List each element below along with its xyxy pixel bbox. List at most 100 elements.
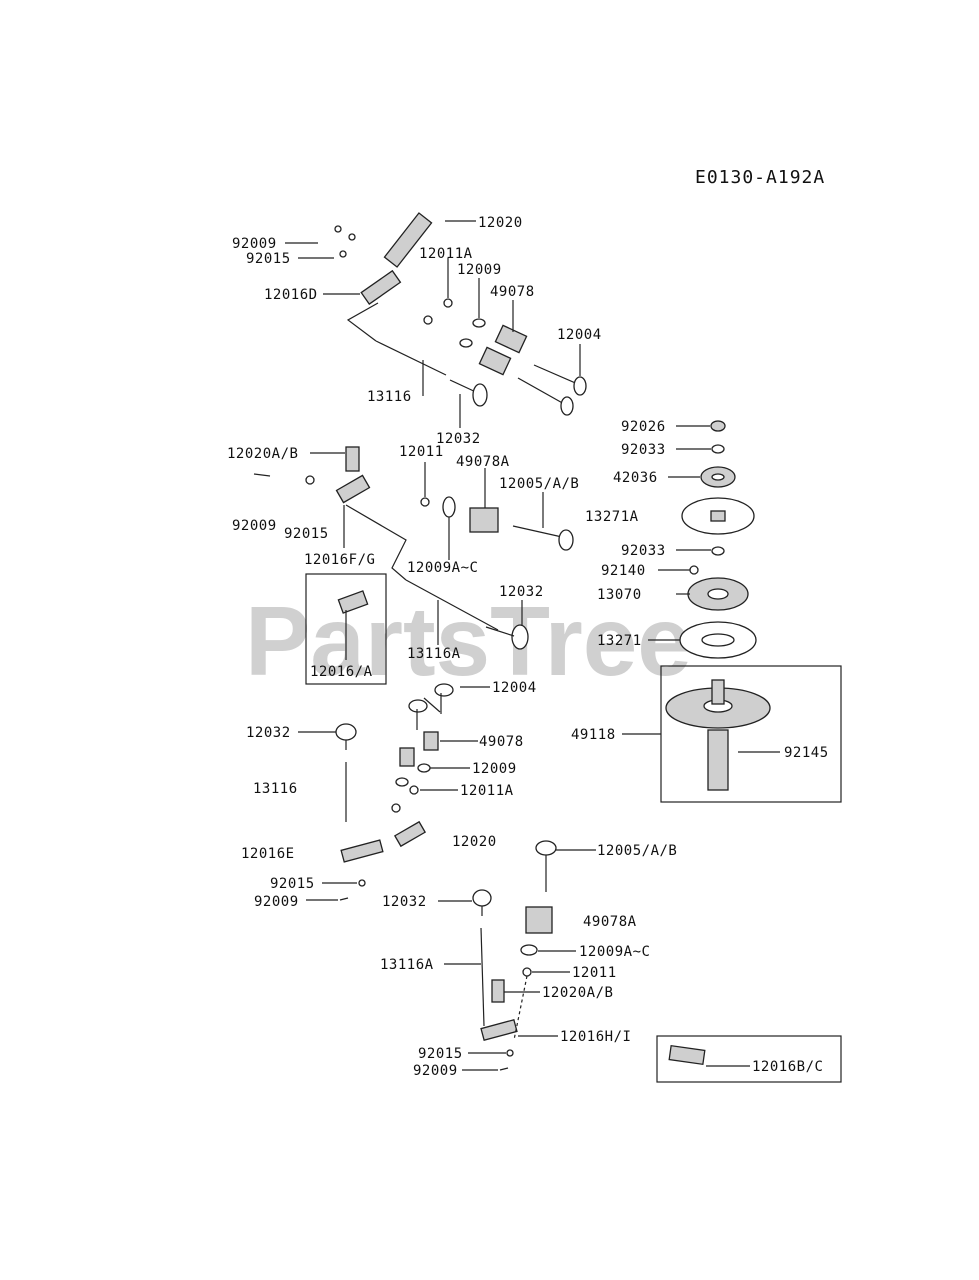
tappet-head-12032: [472, 889, 492, 907]
washer-hole: [711, 473, 725, 481]
label-12016E: 12016E: [241, 846, 295, 862]
spring-49078A: [469, 507, 499, 533]
label-12005AB: 12005/A/B: [499, 476, 579, 492]
label-12020A-B: 12020A/B: [542, 985, 613, 1001]
linkage-line: [345, 504, 407, 581]
label-13116A: 13116A: [407, 646, 461, 662]
group-top: [334, 212, 587, 416]
valve-stem-12004: [423, 697, 441, 713]
label-13070: 13070: [597, 587, 642, 603]
label-13271A: 13271A: [585, 509, 639, 525]
washer-92015: [358, 879, 366, 887]
label-92009: 92009: [413, 1063, 458, 1079]
label-92015: 92015: [418, 1046, 463, 1062]
retainer-12009A-C: [442, 496, 456, 518]
label-13116: 13116: [367, 389, 412, 405]
label-13116: 13116: [253, 781, 298, 797]
diagram-code: E0130-A192A: [695, 167, 825, 188]
plate-hole: [701, 633, 735, 647]
push-rod-13116A: [480, 927, 485, 1027]
valve-stem-12004: [533, 364, 581, 386]
group-bottom: [472, 840, 557, 1071]
label-12016A: 12016/A: [310, 664, 373, 680]
pivot-12020: [383, 212, 433, 268]
label-13271: 13271: [597, 633, 642, 649]
label-42036: 42036: [613, 470, 658, 486]
camshaft-49118: [707, 729, 729, 791]
retainer-12009: [395, 777, 409, 787]
tappet-head-12032: [511, 624, 529, 650]
retainer-12009: [472, 318, 486, 328]
valve-stem-12005: [512, 525, 563, 538]
washer-92015: [506, 1049, 514, 1057]
label-12020: 12020: [478, 215, 523, 231]
watermark: PartsTree: [245, 586, 692, 696]
label-92026: 92026: [621, 419, 666, 435]
pivot-12020A-B: [345, 446, 360, 472]
screw-part: [334, 225, 342, 233]
label-49078A: 49078A: [456, 454, 510, 470]
tappet-head-12032: [335, 723, 357, 741]
nut-part: [339, 250, 347, 258]
group-middle: [253, 446, 574, 650]
label-92145: 92145: [784, 745, 829, 761]
tappet-head-12032: [472, 383, 488, 407]
valve-head-12004: [573, 376, 587, 396]
label-92033: 92033: [621, 543, 666, 559]
nut-12011A: [391, 803, 401, 813]
rocker-12016A: [337, 590, 369, 614]
valve-head-12004: [408, 699, 428, 713]
valve-head-12005: [558, 529, 574, 551]
label-12009: 12009: [457, 262, 502, 278]
spring-49078: [399, 747, 415, 767]
label-12004: 12004: [557, 327, 602, 343]
label-92009: 92009: [232, 518, 277, 534]
group-right: [679, 420, 757, 659]
label-92015: 92015: [270, 876, 315, 892]
label-12016FG: 12016F/G: [304, 552, 375, 568]
linkage-line: [346, 302, 379, 342]
label-92140: 92140: [601, 563, 646, 579]
label-12011: 12011: [572, 965, 617, 981]
ring-92033: [711, 444, 725, 454]
retainer-12009A-C: [520, 944, 538, 956]
weight-center: [707, 588, 729, 600]
valve-head-12004: [434, 683, 454, 697]
label-49078A: 49078A: [583, 914, 637, 930]
push-rod-13116A: [405, 579, 499, 631]
label-12016HI: 12016H/I: [560, 1029, 631, 1045]
label-49078: 49078: [479, 734, 524, 750]
valve-stem-12004: [517, 377, 567, 406]
nut-12011A: [409, 785, 419, 795]
ring-92033: [711, 546, 725, 556]
ball-92140: [689, 565, 699, 575]
label-12032: 12032: [436, 431, 481, 447]
pivot-12020: [393, 820, 427, 848]
rocker-12016BC: [668, 1044, 706, 1066]
label-12009: 12009: [472, 761, 517, 777]
label-92015: 92015: [284, 526, 329, 542]
valve-head-12004: [560, 396, 574, 416]
screw-92009: [499, 1067, 509, 1071]
screw-part: [348, 233, 356, 241]
tappet-stem-12032: [485, 626, 515, 637]
label-13116A: 13116A: [380, 957, 434, 973]
label-12016D: 12016D: [264, 287, 318, 303]
label-12005AB: 12005/A/B: [597, 843, 677, 859]
inset-box-12016BC: [656, 1035, 842, 1083]
label-12009A-C: 12009A~C: [579, 944, 650, 960]
spring-49078: [494, 324, 528, 354]
retainer-12009: [459, 338, 473, 348]
rocker-12016HI: [480, 1019, 518, 1041]
inset-box-12016A: [305, 573, 387, 685]
nut-12011A: [443, 298, 453, 308]
valve-head-12005: [535, 840, 557, 856]
linkage-line: [513, 975, 528, 1041]
label-92009: 92009: [232, 236, 277, 252]
label-12016BC: 12016B/C: [752, 1059, 823, 1075]
label-92015: 92015: [246, 251, 291, 267]
plate-hole: [710, 510, 726, 522]
rocker-12016FG: [335, 474, 371, 504]
